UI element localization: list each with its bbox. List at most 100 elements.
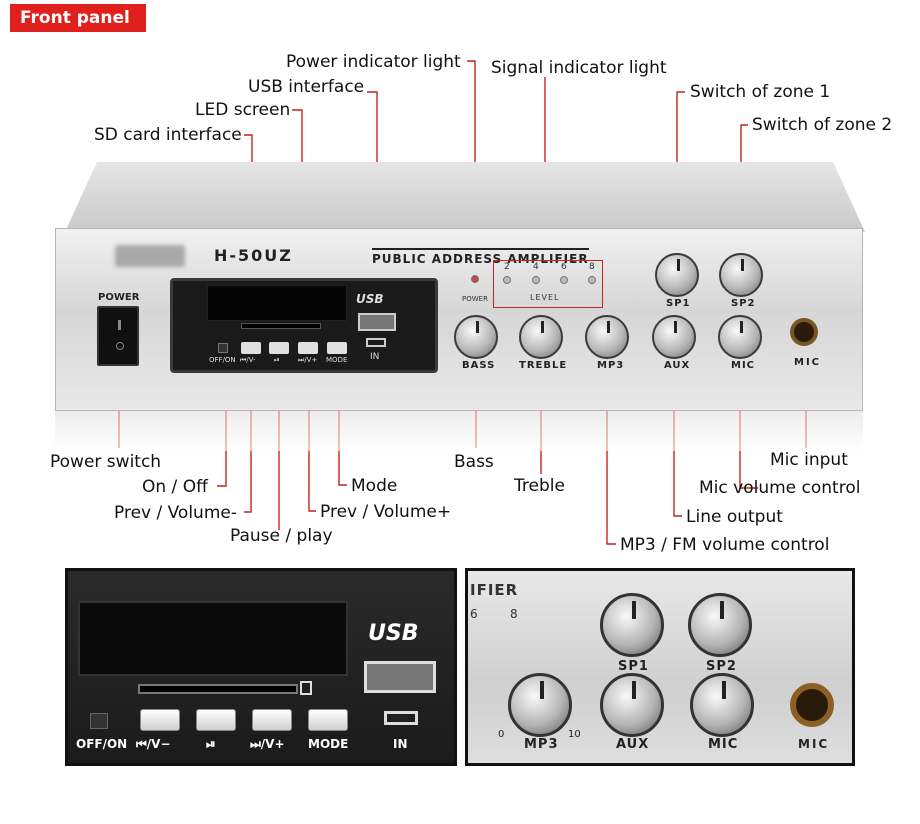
inset-usb-logo: USB	[368, 621, 419, 646]
inset-mode-button[interactable]	[308, 709, 348, 731]
inset-mic-knob-label: MIC	[708, 737, 739, 752]
bass-knob[interactable]	[454, 315, 498, 359]
level-label: LEVEL	[530, 293, 560, 302]
inset-mode-label: MODE	[308, 737, 349, 751]
inset-mp3-knob[interactable]	[508, 673, 572, 737]
inset-aux-label: AUX	[616, 737, 650, 752]
signal-led	[560, 276, 568, 284]
mic-knob-label: MIC	[731, 360, 756, 371]
inset-sp1-label: SP1	[618, 659, 649, 674]
led-screen	[207, 285, 347, 321]
bass-label: BASS	[462, 360, 496, 371]
inset-next-button[interactable]	[252, 709, 292, 731]
inset-play-label: ⏯	[206, 737, 216, 751]
pause-play-button[interactable]	[269, 342, 289, 354]
callout-mode: Mode	[351, 476, 398, 496]
level-6: 6	[561, 262, 567, 272]
inset-knobs-closeup: IFIER 6 8 SP1 SP2 MP3 AUX MIC 0 10 MIC	[465, 568, 855, 766]
signal-led	[503, 276, 511, 284]
inset-mini-usb-port[interactable]	[384, 711, 418, 725]
inset-level-8: 8	[510, 607, 518, 621]
inset-media-closeup: USB OFF/ON ⏮/V− ⏯ ⏭/V+ MODE IN	[65, 568, 457, 766]
play-label: ⏯	[274, 356, 280, 364]
mode-button[interactable]	[327, 342, 347, 354]
callout-zone1: Switch of zone 1	[690, 82, 831, 102]
mp3-volume-knob[interactable]	[585, 315, 629, 359]
mic-jack-label: MIC	[794, 357, 822, 368]
inset-mic-jack-label: MIC	[798, 737, 830, 751]
mini-usb-port[interactable]	[366, 338, 386, 347]
inset-play-button[interactable]	[196, 709, 236, 731]
mp3-label: MP3	[597, 360, 625, 371]
sd-card-slot[interactable]	[241, 323, 321, 329]
inset-scale-min: 0	[498, 729, 505, 740]
brand-logo-blurred	[115, 245, 185, 267]
callout-mic-volume: Mic volume control	[699, 478, 861, 498]
inset-sd-slot[interactable]	[138, 684, 298, 694]
next-label: ⏭/V+	[298, 356, 318, 364]
inset-mp3-label: MP3	[524, 737, 559, 752]
level-4: 4	[533, 262, 539, 272]
treble-label: TREBLE	[519, 360, 568, 371]
mic-input-jack[interactable]	[790, 318, 818, 346]
callout-treble: Treble	[514, 476, 565, 496]
front-panel-tag: Front panel	[10, 4, 146, 32]
power-indicator-led	[471, 275, 479, 283]
level-2: 2	[504, 262, 510, 272]
inset-aux-knob[interactable]	[600, 673, 664, 737]
inset-sp1-knob[interactable]	[600, 593, 664, 657]
inset-sp2-knob[interactable]	[688, 593, 752, 657]
power-indicator-label: POWER	[462, 295, 488, 303]
inset-level-6: 6	[470, 607, 478, 621]
callout-prev-plus: Prev / Volume+	[320, 502, 452, 522]
inset-title-fragment: IFIER	[470, 581, 519, 599]
inset-mic-knob[interactable]	[690, 673, 754, 737]
next-volume-up-button[interactable]	[298, 342, 318, 354]
callout-signal-indicator: Signal indicator light	[491, 58, 667, 78]
off-on-label: OFF/ON	[209, 356, 236, 364]
callout-mic-input: Mic input	[770, 450, 848, 470]
callout-line-output: Line output	[686, 507, 783, 527]
prev-label: ⏮/V-	[240, 356, 256, 364]
callout-prev-minus: Prev / Volume-	[114, 503, 237, 523]
callout-zone2: Switch of zone 2	[752, 115, 893, 135]
inset-on-off-switch[interactable]	[90, 713, 108, 729]
inset-prev-label: ⏮/V−	[136, 737, 171, 751]
inset-in-label: IN	[393, 737, 408, 751]
inset-scale-max: 10	[568, 729, 581, 740]
usb-logo: USB	[356, 292, 384, 306]
model-number: H-50UZ	[214, 246, 293, 265]
on-off-switch[interactable]	[218, 343, 228, 353]
inset-prev-button[interactable]	[140, 709, 180, 731]
signal-indicator-highlight	[493, 260, 603, 308]
callout-mp3: MP3 / FM volume control	[620, 535, 830, 555]
inset-next-label: ⏭/V+	[250, 737, 285, 751]
callout-usb: USB interface	[248, 77, 365, 97]
sd-card-icon	[300, 681, 312, 695]
inset-off-on-label: OFF/ON	[76, 737, 128, 751]
inset-mic-jack[interactable]	[790, 683, 834, 727]
power-label: POWER	[98, 292, 140, 303]
signal-led	[532, 276, 540, 284]
zone1-switch-knob[interactable]	[655, 253, 699, 297]
zone2-switch-knob[interactable]	[719, 253, 763, 297]
callout-on-off: On / Off	[142, 477, 208, 497]
in-label: IN	[370, 352, 380, 362]
signal-led	[588, 276, 596, 284]
treble-knob[interactable]	[519, 315, 563, 359]
callout-pause: Pause / play	[230, 526, 333, 546]
sp1-label: SP1	[666, 298, 691, 309]
mode-label: MODE	[326, 356, 348, 364]
usb-port[interactable]	[358, 313, 396, 331]
inset-led-screen	[78, 601, 348, 676]
aux-label: AUX	[664, 360, 691, 371]
callout-bass: Bass	[454, 452, 494, 472]
power-switch[interactable]	[97, 306, 139, 366]
callout-power-indicator: Power indicator light	[286, 52, 461, 72]
amplifier-reflection	[55, 411, 863, 451]
prev-volume-down-button[interactable]	[241, 342, 261, 354]
mic-volume-knob[interactable]	[718, 315, 762, 359]
amplifier-title: PUBLIC ADDRESS AMPLIFIER	[372, 248, 589, 266]
inset-usb-port[interactable]	[364, 661, 436, 693]
aux-knob[interactable]	[652, 315, 696, 359]
